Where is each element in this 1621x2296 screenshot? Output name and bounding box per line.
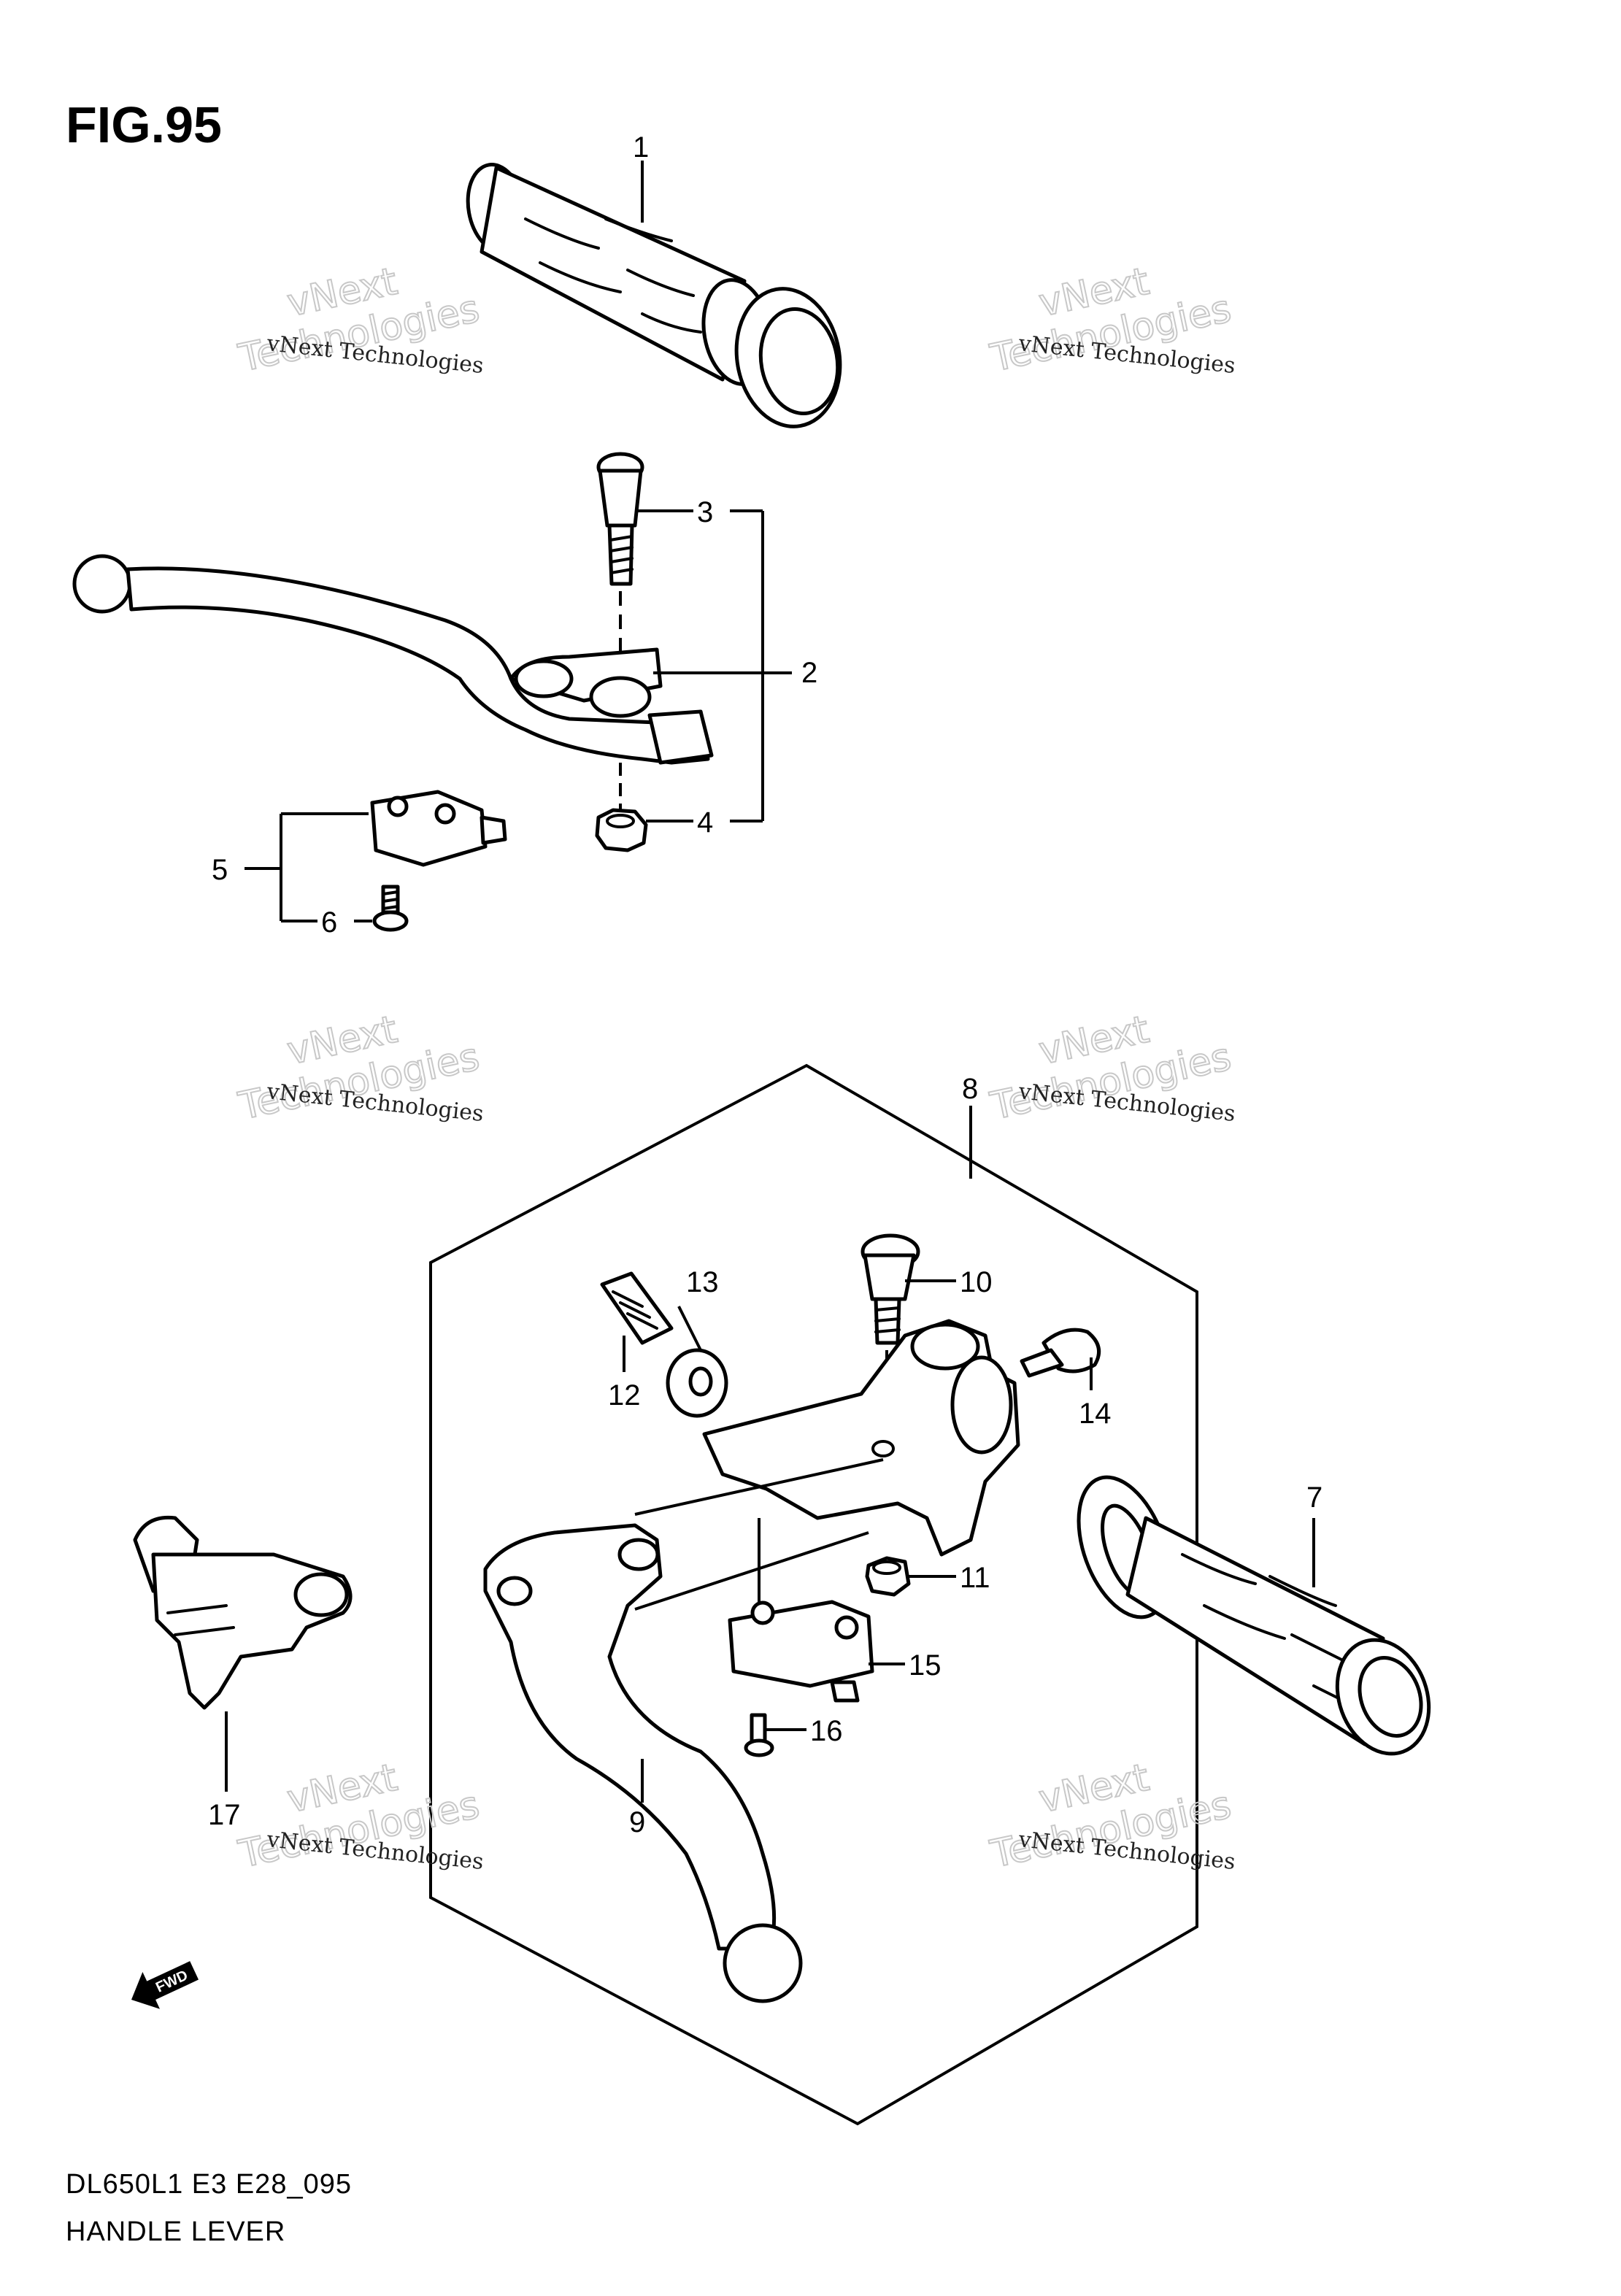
- model-code: DL650L1 E3 E28_095: [66, 2169, 352, 2200]
- clutch-pivot-bolt-icon: [860, 1233, 920, 1438]
- callout-8: 8: [962, 1073, 978, 1105]
- cable-adjuster-icon: [600, 1271, 674, 1345]
- callout-13: 13: [686, 1266, 719, 1298]
- callout-11: 11: [960, 1562, 990, 1594]
- callout-5: 5: [212, 854, 228, 886]
- callout-1: 1: [633, 131, 649, 163]
- bracket-bolt-icon: [1020, 1328, 1101, 1378]
- callout-12: 12: [608, 1379, 641, 1411]
- callout-7: 7: [1306, 1482, 1322, 1514]
- callout-10: 10: [960, 1266, 993, 1298]
- callout-16: 16: [810, 1715, 843, 1747]
- grip-left-icon: [466, 163, 842, 428]
- callout-3: 3: [697, 496, 713, 528]
- callout-15: 15: [909, 1649, 942, 1681]
- brake-switch-icon: [370, 790, 507, 867]
- pivot-bolt-icon: [596, 452, 644, 671]
- clutch-switch-icon: [728, 1600, 874, 1703]
- nut-icon: [595, 808, 648, 852]
- callout-9: 9: [629, 1806, 645, 1838]
- figure-title: FIG.95: [66, 96, 222, 153]
- forward-arrow-icon: FWD: [131, 1961, 199, 2009]
- clutch-lever-icon: [483, 1523, 803, 2003]
- clutch-holder-icon: [702, 1319, 1020, 1557]
- lock-washer-icon: [666, 1348, 728, 1418]
- callout-4: 4: [697, 806, 713, 839]
- screw-icon: [372, 885, 409, 932]
- callout-2: 2: [801, 657, 817, 689]
- callout-6: 6: [321, 906, 337, 939]
- figure-caption: HANDLE LEVER: [66, 2216, 285, 2247]
- assembly-boundary: [429, 1063, 1198, 2126]
- grip-right-icon: [1077, 1475, 1431, 1756]
- clutch-nut-icon: [865, 1556, 911, 1597]
- cable-holder-icon: [133, 1515, 353, 1710]
- switch-screw-icon: [744, 1713, 774, 1757]
- brake-lever-icon: [72, 554, 714, 810]
- callout-labels: 1 2 3 4 5 6 7 8 9 10 11 12 13 14 15 16 1…: [208, 131, 1322, 1838]
- callout-17: 17: [208, 1799, 241, 1831]
- callout-14: 14: [1079, 1398, 1112, 1430]
